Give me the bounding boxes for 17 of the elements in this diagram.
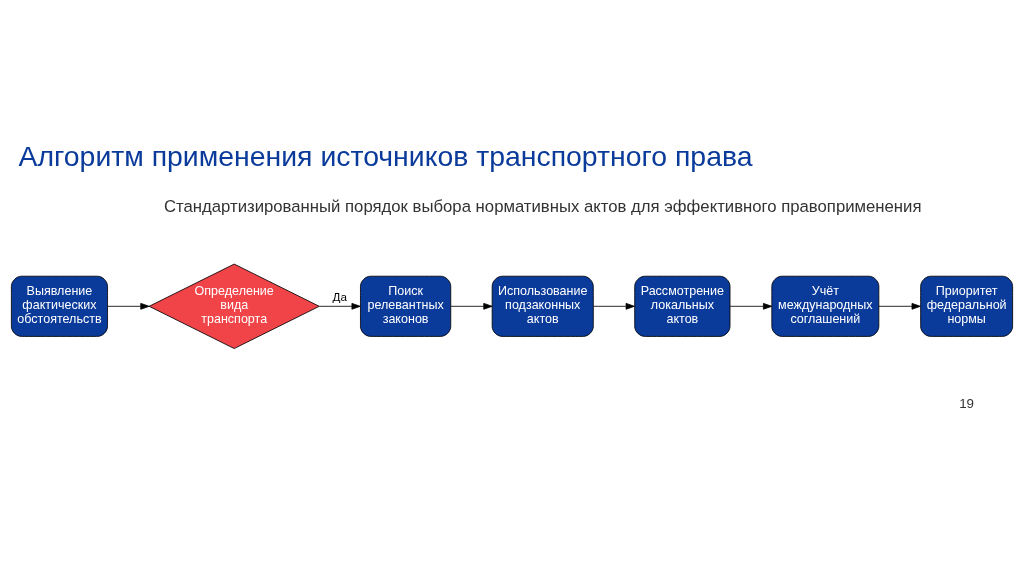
edge-label: Да [332,289,348,303]
node-box: Учёт международных соглашений [771,275,880,337]
node-box: Рассмотрение локальных актов [634,275,731,337]
arrow [878,302,921,310]
diagram-title: Алгоритм применения источников транспортного права [18,139,753,172]
node-box: Использование подзаконных актов [491,275,594,337]
arrow [318,302,361,310]
node-box: Выявление фактических обстоятельств [10,275,108,337]
node-diamond: Определение вида транспорта [148,263,320,349]
arrow [593,302,635,310]
node-box: Поиск релевантных законов [360,275,452,337]
arrow [729,302,773,310]
arrow [450,302,493,310]
arrow [107,302,150,310]
label: 19 [959,395,975,411]
node-box: Приоритет федеральной нормы [920,275,1014,337]
label: Стандартизированный порядок выбора нормативных актов для эффективного правоприменения [163,196,922,216]
